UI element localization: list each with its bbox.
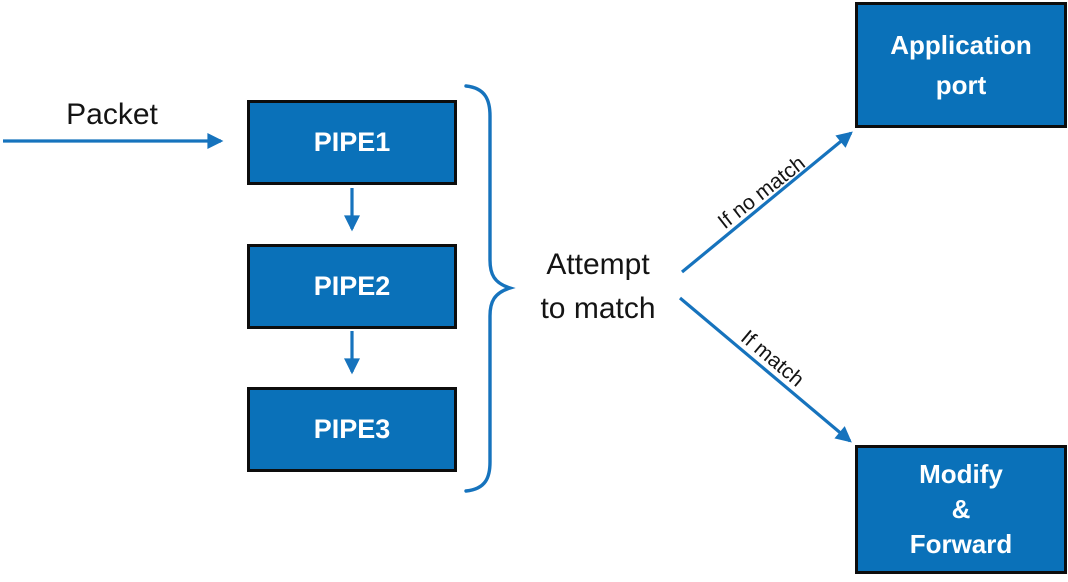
pipe1-box: PIPE1 [247, 100, 457, 185]
pipe2-box: PIPE2 [247, 244, 457, 329]
attempt-to-match-label: Attempt to match [540, 248, 656, 325]
grouping-brace [464, 84, 516, 493]
if-match-arrow [678, 296, 852, 443]
pipe3-box: PIPE3 [247, 387, 457, 472]
application-port-box: Application port [855, 2, 1067, 128]
if-no-match-arrow [680, 131, 853, 274]
modify-forward-box: Modify & Forward [855, 445, 1067, 574]
packet-label: Packet [66, 98, 158, 131]
